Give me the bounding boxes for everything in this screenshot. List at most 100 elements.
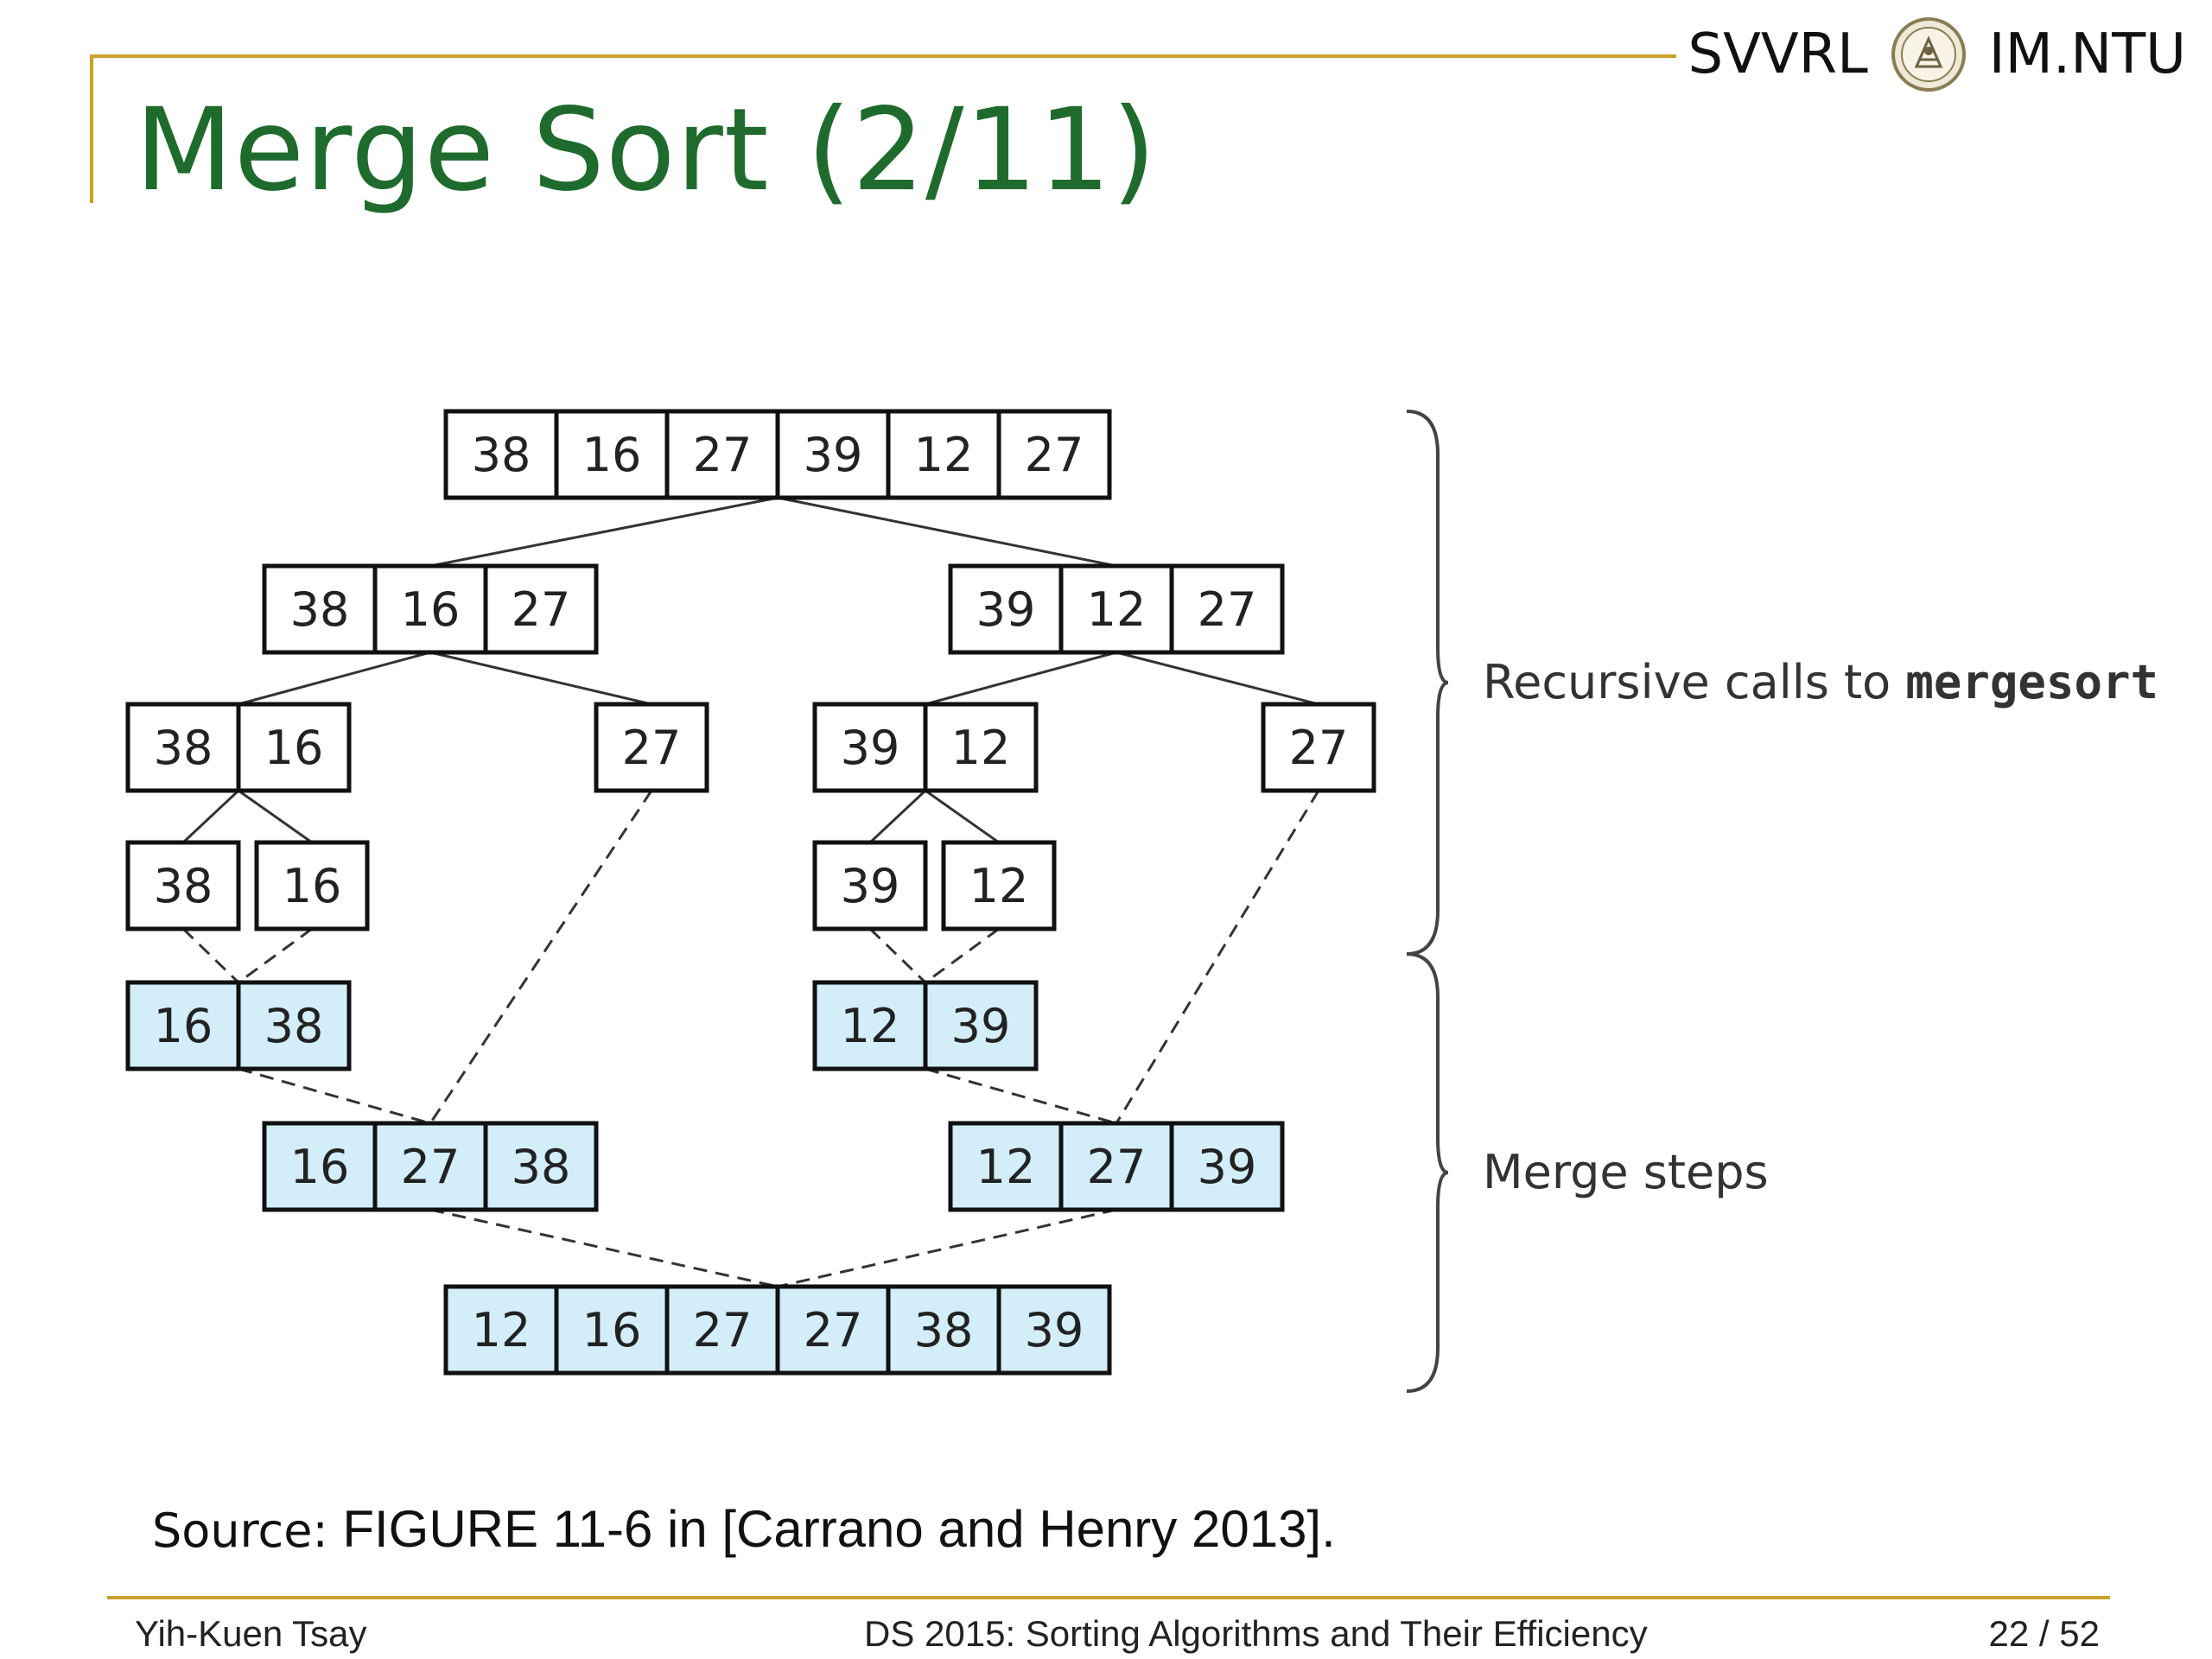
cell-value: 27 <box>804 1303 863 1357</box>
recursive-calls-text: Recursive calls to <box>1483 655 1905 709</box>
array-cell <box>996 1284 1112 1376</box>
header-rule <box>92 54 1676 58</box>
array-cell <box>594 702 709 793</box>
merge-line <box>925 1067 1117 1125</box>
cell-value: 27 <box>1025 428 1084 482</box>
cell-value: 27 <box>1087 1140 1147 1194</box>
recursive-array: 38 <box>125 840 241 931</box>
cell-value: 38 <box>290 582 350 637</box>
cell-value: 39 <box>1025 1303 1084 1357</box>
footer-page-number: 22 / 52 <box>1988 1613 2100 1654</box>
title-rule <box>90 54 93 203</box>
array-cell <box>1058 563 1174 655</box>
footer-course: DS 2015: Sorting Algorithms and Their Ef… <box>864 1613 1648 1654</box>
footer-author: Yih-Kuen Tsay <box>135 1613 367 1654</box>
array-cell <box>812 840 928 931</box>
recursive-array: 39 <box>812 840 928 931</box>
cell-value: 38 <box>512 1140 571 1194</box>
merge-line <box>777 1208 1117 1288</box>
brand-imntu: IM.NTU <box>1988 22 2186 86</box>
array-cell <box>554 1284 670 1376</box>
merge-line <box>429 790 653 1124</box>
split-line <box>777 496 1117 568</box>
cell-value: 16 <box>283 859 342 913</box>
cell-value: 27 <box>693 428 753 482</box>
array-cell <box>775 409 891 500</box>
cell-value: 38 <box>264 999 324 1053</box>
split-line <box>429 496 779 568</box>
array-cell <box>236 702 352 793</box>
array-cell <box>372 563 488 655</box>
array-cell <box>1261 702 1376 793</box>
cell-value: 27 <box>1289 721 1349 775</box>
array-cell <box>125 702 241 793</box>
cell-value: 12 <box>951 721 1011 775</box>
merge-line <box>238 927 313 984</box>
recursive-array: 27 <box>594 702 709 793</box>
array-cell <box>664 409 780 500</box>
array-cell <box>941 840 1057 931</box>
cell-value: 39 <box>841 721 900 775</box>
recursive-calls-label: Recursive calls to mergesort <box>1483 655 2158 709</box>
cell-value: 12 <box>1087 582 1147 637</box>
cell-value: 27 <box>1198 582 1257 637</box>
mergesort-code: mergesort <box>1905 655 2158 709</box>
university-seal-icon <box>1891 16 1967 92</box>
merge-steps-label: Merge steps <box>1483 1145 1769 1199</box>
array-cell <box>483 563 599 655</box>
array-cell <box>812 702 928 793</box>
recursive-calls-brace <box>1406 410 1449 956</box>
array-cell <box>262 563 378 655</box>
cell-value: 38 <box>914 1303 974 1357</box>
brand-svvrl: SVVRL <box>1688 22 1868 86</box>
source-citation: Source: FIGURE 11-6 in [Carrano and Henr… <box>152 1503 1336 1555</box>
recursive-array: 39 12 <box>812 702 1039 793</box>
cell-value: 39 <box>976 582 1036 637</box>
cell-value: 12 <box>472 1303 531 1357</box>
source-text: FIGURE 11-6 in [Carrano and Henry 2013]. <box>327 1500 1336 1558</box>
split-line <box>925 789 1000 844</box>
cell-value: 16 <box>582 428 642 482</box>
split-line <box>925 651 1117 706</box>
cell-value: 16 <box>264 721 324 775</box>
recursive-array: 16 <box>254 840 370 931</box>
cell-value: 12 <box>976 1140 1036 1194</box>
array-cell <box>1058 1121 1174 1212</box>
split-line <box>429 651 652 706</box>
array-cell <box>254 840 370 931</box>
split-line <box>238 789 313 844</box>
page-title: Merge Sort (2/11) <box>135 84 1157 217</box>
split-line <box>238 651 431 706</box>
cell-value: 38 <box>154 859 213 913</box>
array-cell <box>262 1121 378 1212</box>
cell-value: 12 <box>841 999 900 1053</box>
cell-value: 16 <box>290 1140 350 1194</box>
split-line <box>1116 651 1319 706</box>
merged-array: 12 16 27 27 38 39 <box>443 1284 1112 1376</box>
cell-value: 27 <box>693 1303 753 1357</box>
cell-value: 16 <box>582 1303 642 1357</box>
array-cell <box>236 980 352 1071</box>
merge-line <box>925 927 1000 984</box>
recursive-array: 27 <box>1261 702 1376 793</box>
array-cell <box>125 980 241 1071</box>
brand-header: SVVRL IM.NTU <box>1688 16 2186 93</box>
array-cell <box>554 409 670 500</box>
array-cell <box>886 1284 1001 1376</box>
array-cell <box>125 840 241 931</box>
cell-value: 39 <box>841 859 900 913</box>
cell-value: 27 <box>401 1140 461 1194</box>
merge-steps-brace <box>1406 952 1449 1393</box>
cell-value: 12 <box>914 428 974 482</box>
cell-value: 16 <box>154 999 213 1053</box>
merged-array: 16 27 38 <box>262 1121 599 1212</box>
cell-value: 16 <box>401 582 461 637</box>
array-cell <box>1169 563 1285 655</box>
array-cell <box>948 563 1064 655</box>
footer-rule <box>107 1596 2110 1599</box>
